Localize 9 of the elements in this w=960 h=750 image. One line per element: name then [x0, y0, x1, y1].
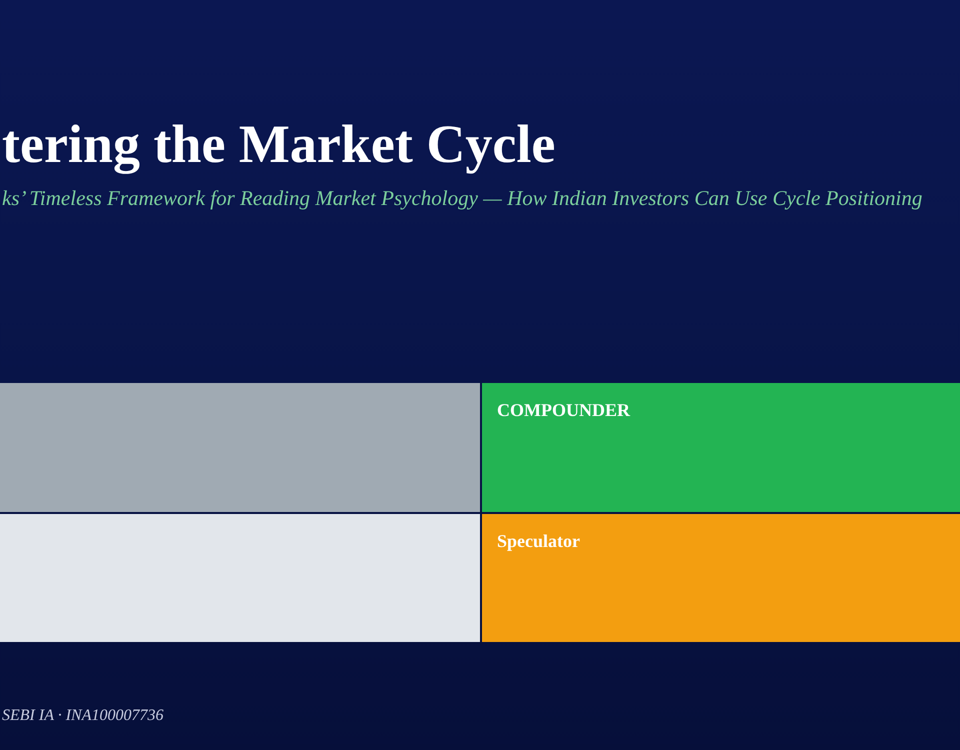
quadrant-label: COMPOUNDER: [497, 399, 630, 421]
quadrant-box: [482, 514, 960, 642]
slide-title: tering the Market Cycle: [2, 113, 556, 175]
footer-note: SEBI IA · INA100007736: [2, 707, 164, 725]
subtitle: ks’ Timeless Framework for Reading Market Psychology — How Indian Investors Can Use Cycle Positioning: [2, 186, 922, 211]
quadrant-box: [0, 514, 480, 642]
quadrant-box: [482, 383, 960, 512]
quadrant-label: Speculator: [497, 530, 580, 552]
quadrant-box: [0, 383, 480, 512]
